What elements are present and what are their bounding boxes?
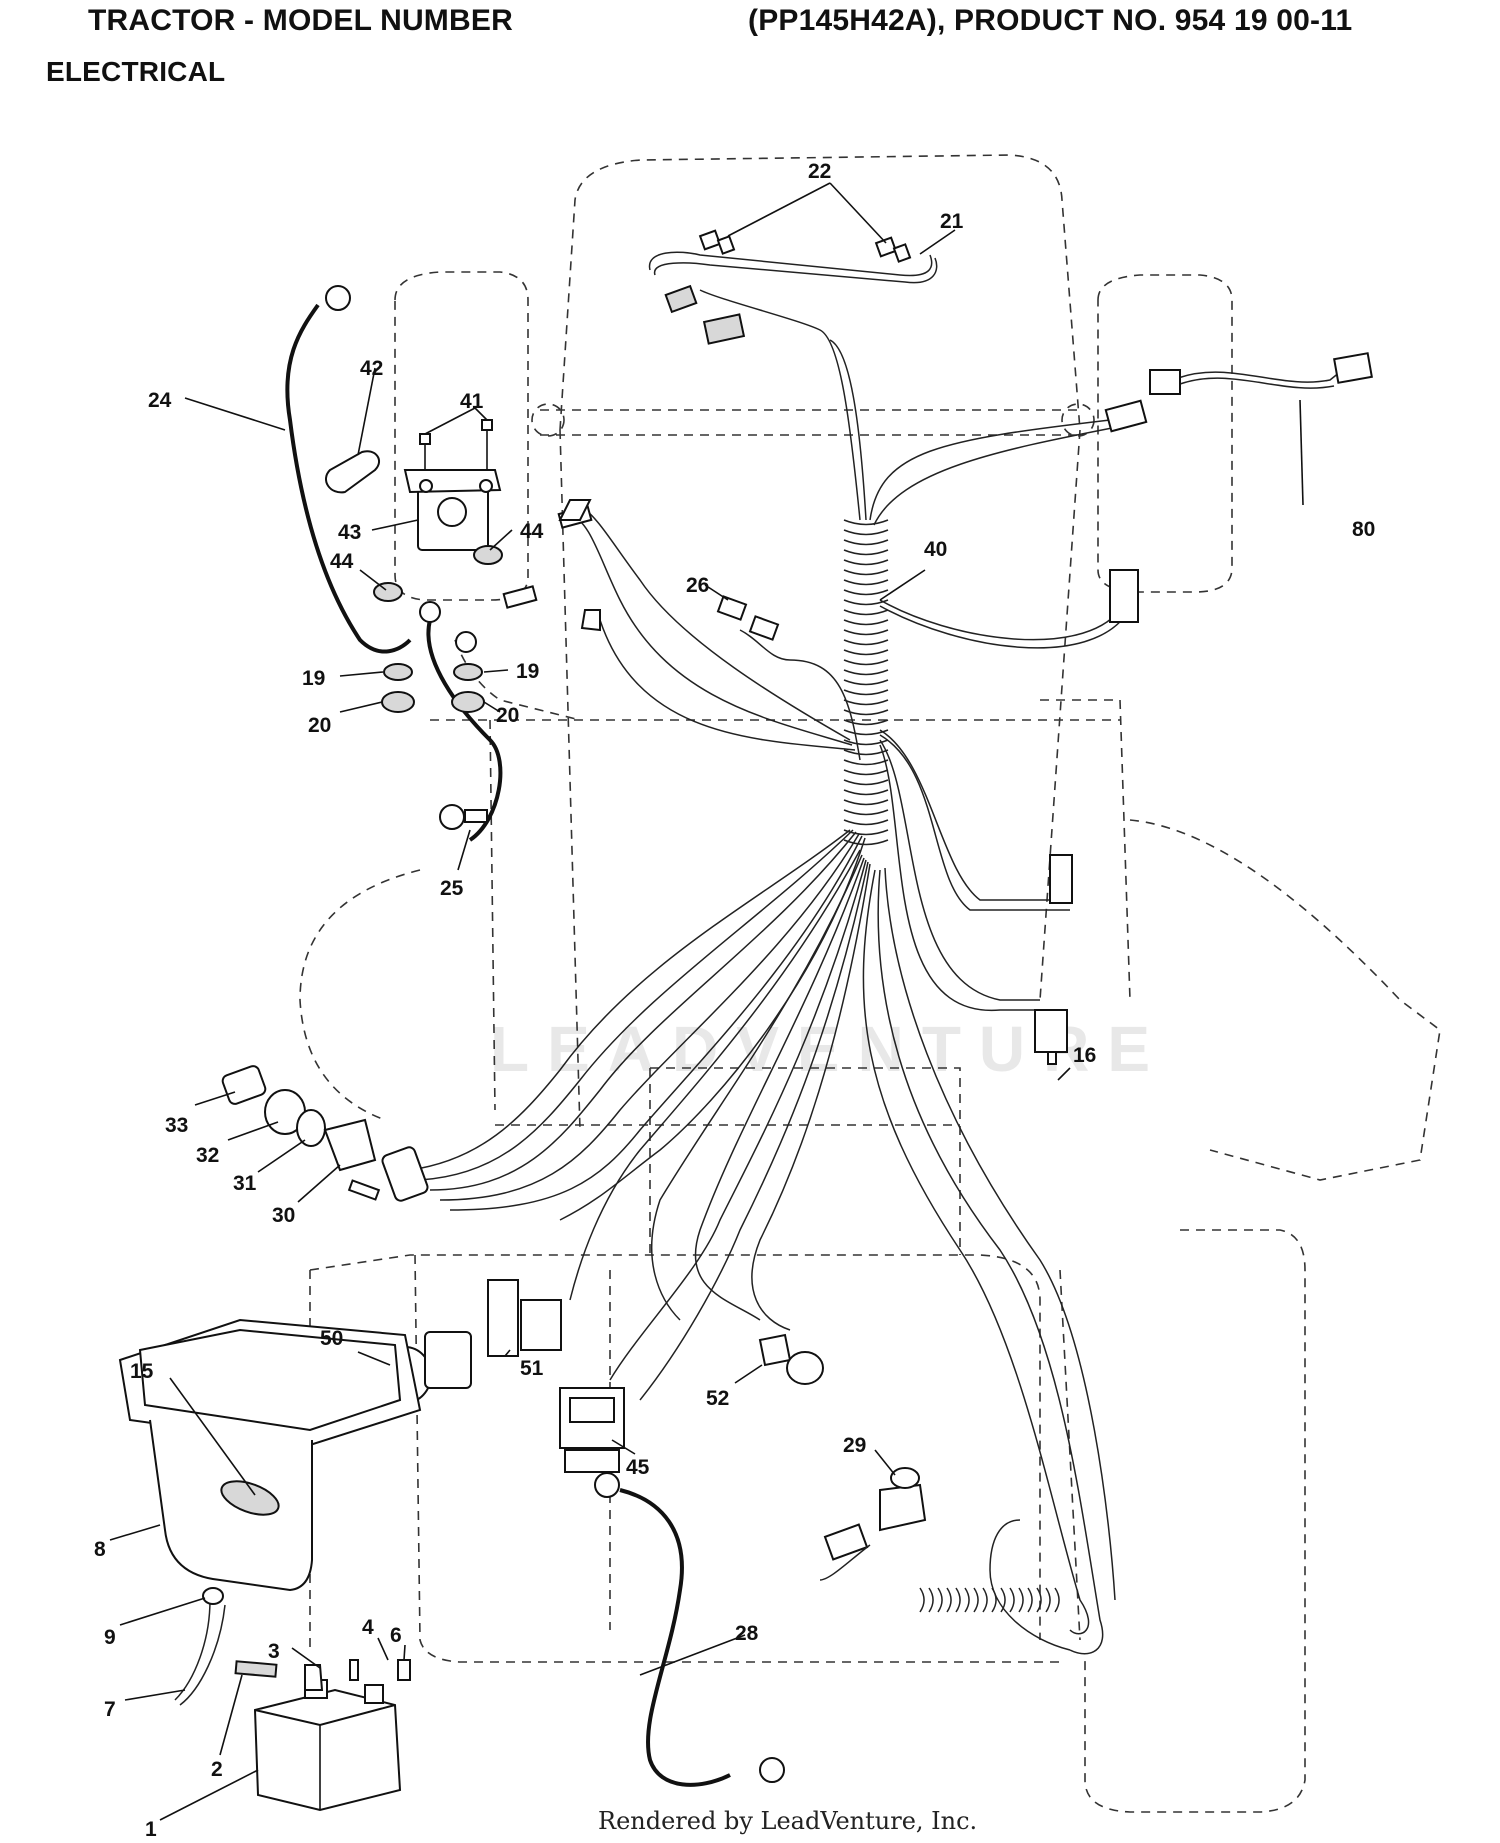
callout-44-right: 44 xyxy=(520,520,544,543)
callout-8: 8 xyxy=(94,1538,106,1561)
callout-21: 21 xyxy=(940,210,964,233)
lamp-52 xyxy=(758,1333,824,1385)
callout-28: 28 xyxy=(735,1622,759,1645)
callout-22: 22 xyxy=(808,160,831,183)
callout-2: 2 xyxy=(211,1758,223,1781)
battery-cable-25 xyxy=(426,619,503,842)
coiled-wire-loom-lower xyxy=(919,1587,1060,1613)
callout-24: 24 xyxy=(148,389,172,412)
callout-9: 9 xyxy=(104,1626,116,1649)
callout-32: 32 xyxy=(196,1144,219,1167)
callout-41: 41 xyxy=(460,390,484,413)
callout-80: 80 xyxy=(1352,518,1375,541)
callout-51: 51 xyxy=(520,1357,544,1380)
wire-harness xyxy=(409,289,1129,1655)
callout-labels: 22 21 24 42 41 43 44 44 19 19 20 20 25 2… xyxy=(94,160,1375,1841)
hour-meter-45 xyxy=(559,1387,625,1473)
callout-7: 7 xyxy=(104,1698,116,1721)
callout-43: 43 xyxy=(338,521,361,544)
callout-6: 6 xyxy=(390,1624,402,1647)
footer-credit: Rendered by LeadVenture, Inc. xyxy=(598,1807,978,1835)
callout-20-left: 20 xyxy=(308,714,331,737)
fuse-holder-26 xyxy=(502,499,780,641)
coiled-wire-loom-40 xyxy=(843,519,889,846)
page-title: TRACTOR - MODEL NUMBER xyxy=(88,4,513,37)
callout-15: 15 xyxy=(130,1360,154,1383)
callout-20-right: 20 xyxy=(496,704,519,727)
battery-box-8 xyxy=(118,1318,422,1592)
callout-45: 45 xyxy=(626,1456,650,1479)
product-number: (PP145H42A), PRODUCT NO. 954 19 00-11 xyxy=(748,4,1353,37)
battery-hardware xyxy=(174,1587,411,1706)
battery-1 xyxy=(253,1679,402,1812)
callout-4: 4 xyxy=(362,1616,374,1639)
callout-16: 16 xyxy=(1073,1044,1096,1067)
callout-42: 42 xyxy=(360,357,383,380)
headlight-harness-21 xyxy=(648,229,938,345)
callout-52: 52 xyxy=(706,1387,729,1410)
switch-29 xyxy=(819,1467,927,1581)
callout-19-right: 19 xyxy=(516,660,539,683)
callout-1: 1 xyxy=(145,1818,157,1841)
callout-44-left: 44 xyxy=(330,550,354,573)
switch-16 xyxy=(1034,854,1073,1065)
section-title: ELECTRICAL xyxy=(46,56,226,87)
callout-29: 29 xyxy=(843,1434,866,1457)
callout-31: 31 xyxy=(233,1172,257,1195)
callout-25: 25 xyxy=(440,877,464,900)
callout-3: 3 xyxy=(268,1640,280,1663)
ground-cable-28 xyxy=(594,1472,785,1787)
callout-19-left: 19 xyxy=(302,667,325,690)
callout-30: 30 xyxy=(272,1204,295,1227)
callout-33: 33 xyxy=(165,1114,188,1137)
callout-26: 26 xyxy=(686,574,709,597)
ground-cable-24 xyxy=(285,285,412,654)
solenoid-43 xyxy=(325,419,503,713)
callout-leaders xyxy=(109,182,1304,1821)
callout-40: 40 xyxy=(924,538,947,561)
connector-80 xyxy=(1104,352,1373,623)
callout-50: 50 xyxy=(320,1327,343,1350)
